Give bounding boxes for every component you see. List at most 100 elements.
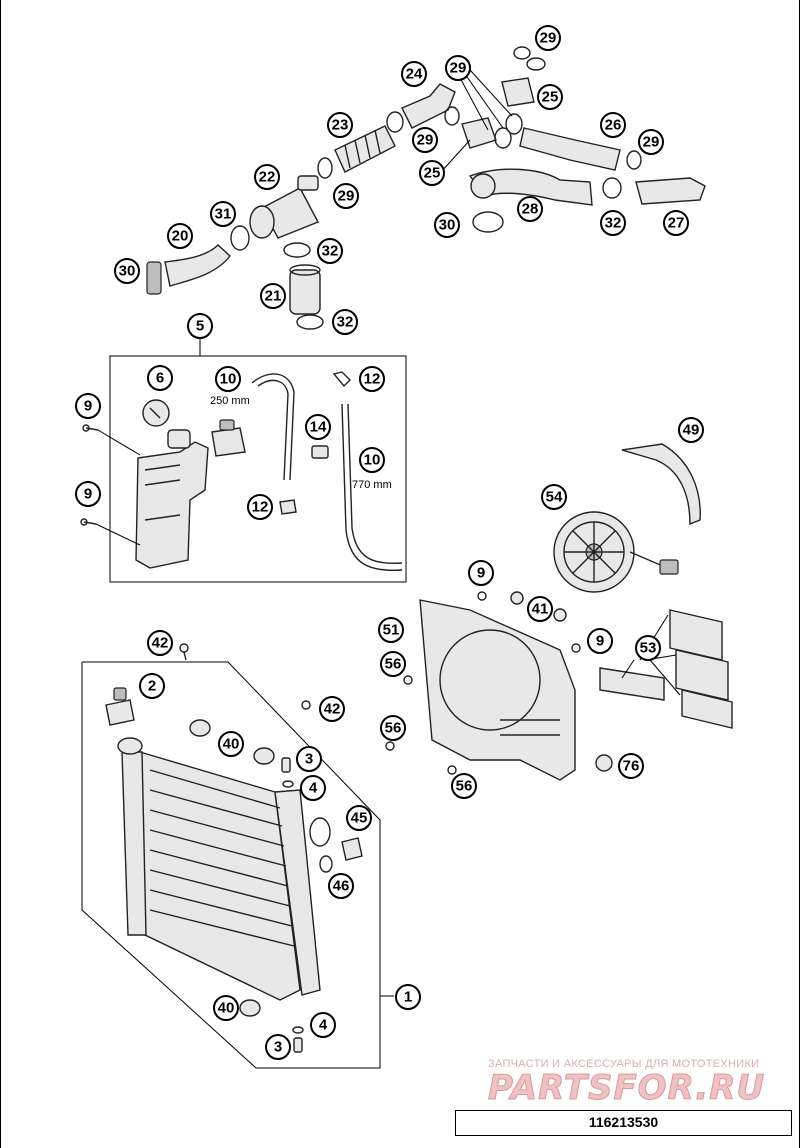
svg-text:76: 76 — [623, 758, 640, 775]
callout-49[interactable]: 49 — [678, 417, 704, 443]
callout-9[interactable]: 9 — [468, 560, 494, 586]
hose-23 — [334, 125, 396, 173]
callout-45[interactable]: 45 — [346, 805, 372, 831]
hose-20 — [164, 244, 231, 287]
callout-26[interactable]: 26 — [600, 112, 626, 138]
callout-29[interactable]: 29 — [638, 129, 664, 155]
svg-text:4: 4 — [319, 1017, 328, 1034]
svg-text:40: 40 — [218, 1000, 235, 1017]
svg-text:12: 12 — [364, 371, 381, 388]
svg-text:49: 49 — [683, 422, 700, 439]
callout-29[interactable]: 29 — [445, 55, 471, 81]
grommet-40-lower — [239, 999, 261, 1017]
callout-10[interactable]: 10 — [215, 366, 241, 392]
callout-24[interactable]: 24 — [401, 61, 427, 87]
watermark-logo: PARTSFOR.RU — [488, 1068, 766, 1109]
callout-9[interactable]: 9 — [587, 628, 613, 654]
callout-56[interactable]: 56 — [380, 715, 406, 741]
washer-4-upper — [282, 780, 294, 788]
shroud-51 — [419, 599, 576, 781]
callout-3[interactable]: 3 — [265, 1034, 291, 1060]
callout-28[interactable]: 28 — [517, 196, 543, 222]
callout-30[interactable]: 30 — [434, 212, 460, 238]
screws-56 — [385, 675, 457, 775]
callout-56[interactable]: 56 — [451, 773, 477, 799]
svg-text:3: 3 — [274, 1039, 282, 1056]
callout-29[interactable]: 29 — [333, 183, 359, 209]
callout-12[interactable]: 12 — [247, 494, 273, 520]
callout-40[interactable]: 40 — [213, 995, 239, 1021]
clamp-29-right — [626, 150, 642, 170]
callout-9[interactable]: 9 — [75, 393, 101, 419]
callout-12[interactable]: 12 — [359, 366, 385, 392]
clamp-30-left — [146, 261, 162, 295]
svg-text:42: 42 — [324, 701, 341, 718]
svg-text:28: 28 — [522, 201, 539, 218]
callout-4[interactable]: 4 — [300, 775, 326, 801]
clip-12-lower — [279, 499, 297, 515]
drawing-number: 116213530 — [455, 1110, 792, 1136]
callout-40[interactable]: 40 — [218, 731, 244, 757]
callout-25[interactable]: 25 — [419, 160, 445, 186]
callout-42[interactable]: 42 — [319, 696, 345, 722]
callout-10[interactable]: 10 — [359, 447, 385, 473]
tank-cap-alt — [211, 419, 246, 457]
callout-30[interactable]: 30 — [114, 258, 140, 284]
callout-32[interactable]: 32 — [317, 238, 343, 264]
callout-5[interactable]: 5 — [187, 313, 213, 339]
grommet-76 — [595, 754, 613, 772]
callout-46[interactable]: 46 — [328, 873, 354, 899]
pipe-27 — [635, 177, 706, 205]
clamp-32-lower — [296, 314, 324, 330]
svg-text:14: 14 — [310, 419, 327, 436]
dimension-770mm: 770 mm — [352, 479, 392, 491]
callout-6[interactable]: 6 — [147, 365, 173, 391]
callout-42[interactable]: 42 — [147, 630, 173, 656]
ring-29-near-22 — [317, 157, 333, 179]
callout-54[interactable]: 54 — [541, 484, 567, 510]
dimension-250mm: 250 mm — [210, 395, 250, 407]
screw-9-lower — [80, 518, 141, 546]
callout-25[interactable]: 25 — [537, 84, 563, 110]
callout-22[interactable]: 22 — [254, 164, 280, 190]
svg-text:10: 10 — [364, 452, 381, 469]
callout-20[interactable]: 20 — [167, 223, 193, 249]
svg-text:56: 56 — [385, 656, 402, 673]
clamp-29-near-24 — [386, 111, 404, 133]
radiator-frame-1 — [81, 661, 381, 1069]
callout-9[interactable]: 9 — [75, 481, 101, 507]
svg-text:56: 56 — [385, 720, 402, 737]
svg-text:41: 41 — [532, 601, 549, 618]
callout-14[interactable]: 14 — [305, 414, 331, 440]
svg-text:30: 30 — [119, 263, 136, 280]
grommet-40-upper — [189, 719, 275, 765]
callout-32[interactable]: 32 — [332, 309, 358, 335]
callout-4[interactable]: 4 — [310, 1012, 336, 1038]
callout-29[interactable]: 29 — [535, 25, 561, 51]
svg-text:46: 46 — [333, 878, 350, 895]
svg-text:9: 9 — [84, 398, 92, 415]
callout-3[interactable]: 3 — [296, 746, 322, 772]
svg-text:31: 31 — [215, 206, 232, 223]
callout-31[interactable]: 31 — [210, 201, 236, 227]
callout-56[interactable]: 56 — [380, 651, 406, 677]
cap-2 — [105, 687, 135, 726]
hose-25-right — [501, 77, 535, 107]
hose-10-long — [341, 403, 403, 572]
bolt-3-lower — [293, 1037, 303, 1053]
callout-1[interactable]: 1 — [395, 984, 421, 1010]
callout-2[interactable]: 2 — [139, 673, 165, 699]
callout-21[interactable]: 21 — [260, 283, 286, 309]
callout-27[interactable]: 27 — [663, 210, 689, 236]
svg-text:32: 32 — [605, 215, 622, 232]
callout-41[interactable]: 41 — [527, 596, 553, 622]
callout-51[interactable]: 51 — [378, 617, 404, 643]
callout-29[interactable]: 29 — [412, 127, 438, 153]
svg-text:12: 12 — [252, 499, 269, 516]
svg-text:40: 40 — [223, 736, 240, 753]
callout-32[interactable]: 32 — [600, 210, 626, 236]
callout-76[interactable]: 76 — [618, 753, 644, 779]
bracket-49 — [621, 443, 701, 526]
callout-53[interactable]: 53 — [635, 635, 661, 661]
callout-23[interactable]: 23 — [327, 112, 353, 138]
